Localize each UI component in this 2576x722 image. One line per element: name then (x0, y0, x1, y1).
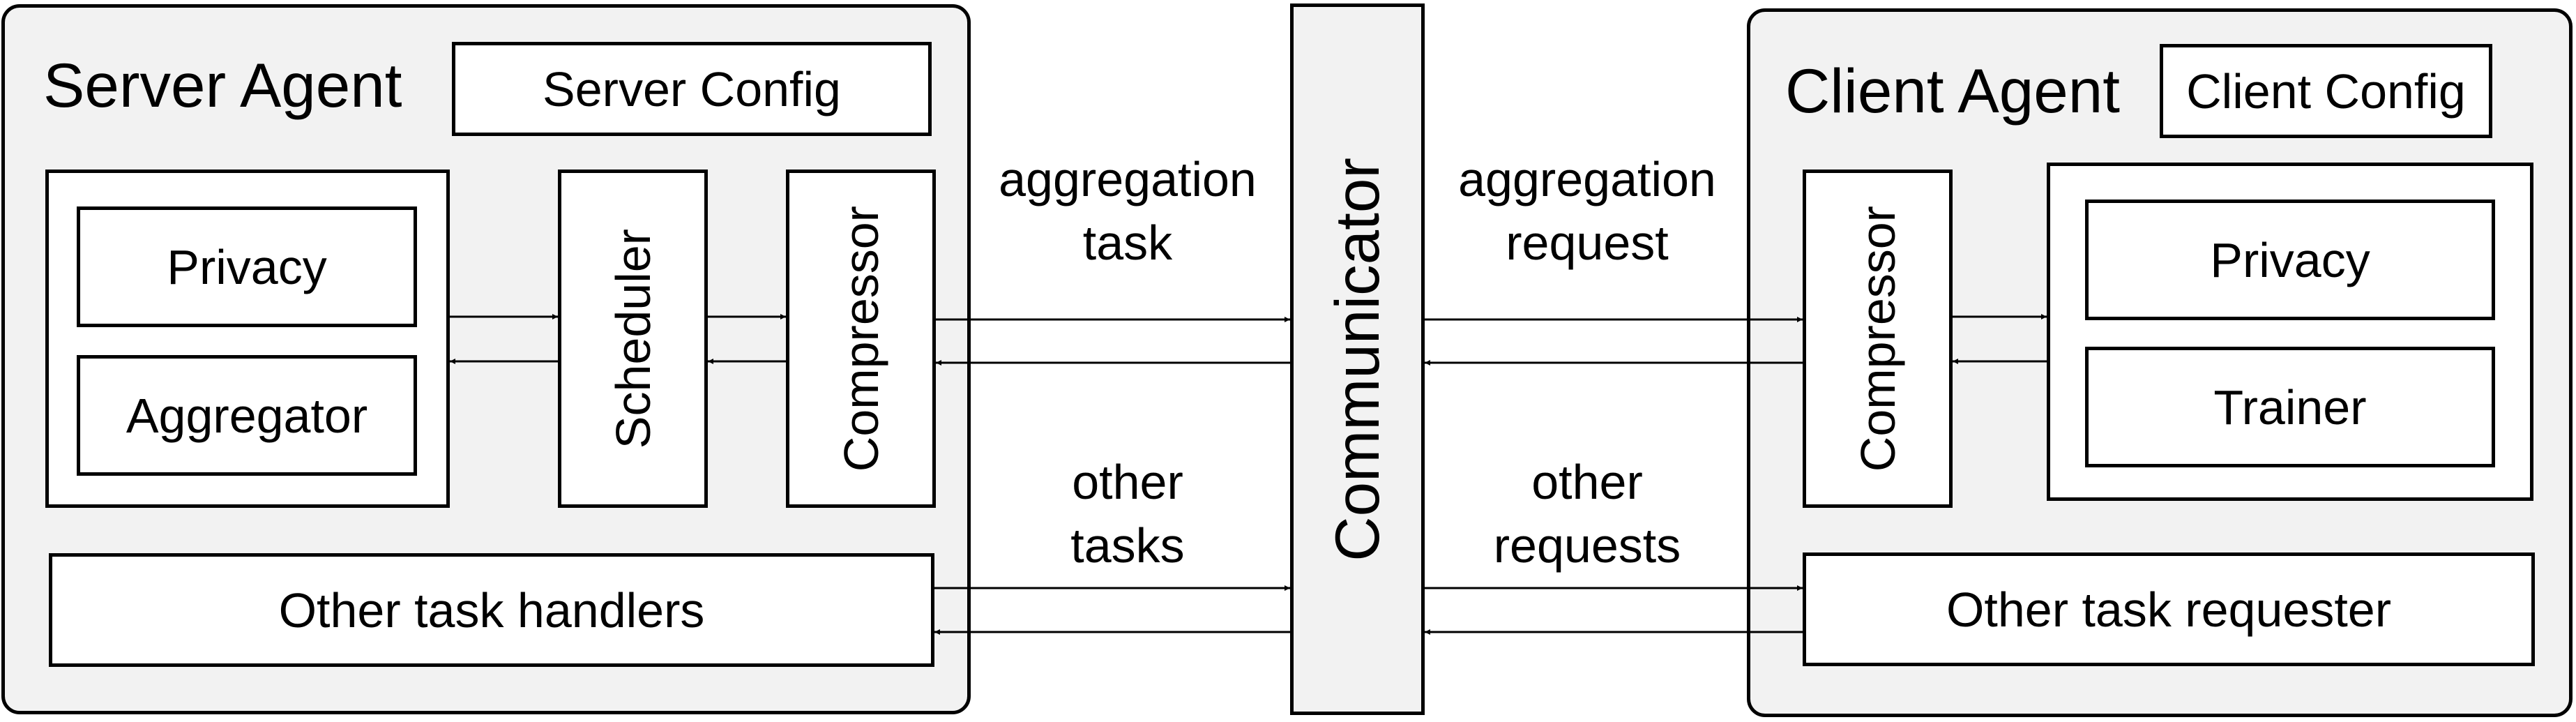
server-aggregator-box: Aggregator (77, 355, 417, 476)
server-compressor-box: Compressor (786, 170, 936, 508)
other-tasks-line2: tasks (1070, 518, 1185, 573)
other-tasks-line1: other (1072, 455, 1183, 509)
aggregation-task-line1: aggregation (999, 152, 1257, 206)
client-privacy-label: Privacy (2210, 232, 2370, 287)
client-compressor-box: Compressor (1803, 170, 1953, 508)
server-agent-title: Server Agent (43, 50, 402, 120)
client-other-requester-label: Other task requester (1946, 582, 2392, 637)
server-other-handlers-label: Other task handlers (278, 582, 705, 638)
client-privacy-box: Privacy (2085, 200, 2495, 320)
other-tasks-label: other tasks (965, 451, 1290, 578)
aggregation-task-label: aggregation task (965, 148, 1290, 275)
client-trainer-box: Trainer (2085, 347, 2495, 467)
server-privacy-box: Privacy (77, 206, 417, 327)
client-trainer-label: Trainer (2213, 379, 2367, 435)
aggregation-request-line2: request (1506, 216, 1669, 270)
server-scheduler-box: Scheduler (558, 170, 708, 508)
server-config-label: Server Config (543, 61, 841, 116)
server-config-box: Server Config (452, 42, 932, 136)
client-config-box: Client Config (2160, 44, 2492, 138)
server-privacy-label: Privacy (167, 239, 327, 294)
server-aggregator-label: Aggregator (126, 388, 368, 443)
client-config-label: Client Config (2186, 63, 2466, 119)
aggregation-request-line1: aggregation (1458, 152, 1716, 206)
aggregation-request-label: aggregation request (1425, 148, 1750, 275)
aggregation-task-line2: task (1082, 216, 1173, 270)
other-requests-line2: requests (1493, 518, 1681, 573)
communicator-box: Communicator (1290, 3, 1425, 715)
server-other-handlers-box: Other task handlers (49, 553, 934, 667)
other-requests-line1: other (1531, 455, 1643, 509)
client-agent-title: Client Agent (1785, 56, 2120, 126)
other-requests-label: other requests (1425, 451, 1750, 578)
client-other-requester-box: Other task requester (1803, 552, 2535, 666)
